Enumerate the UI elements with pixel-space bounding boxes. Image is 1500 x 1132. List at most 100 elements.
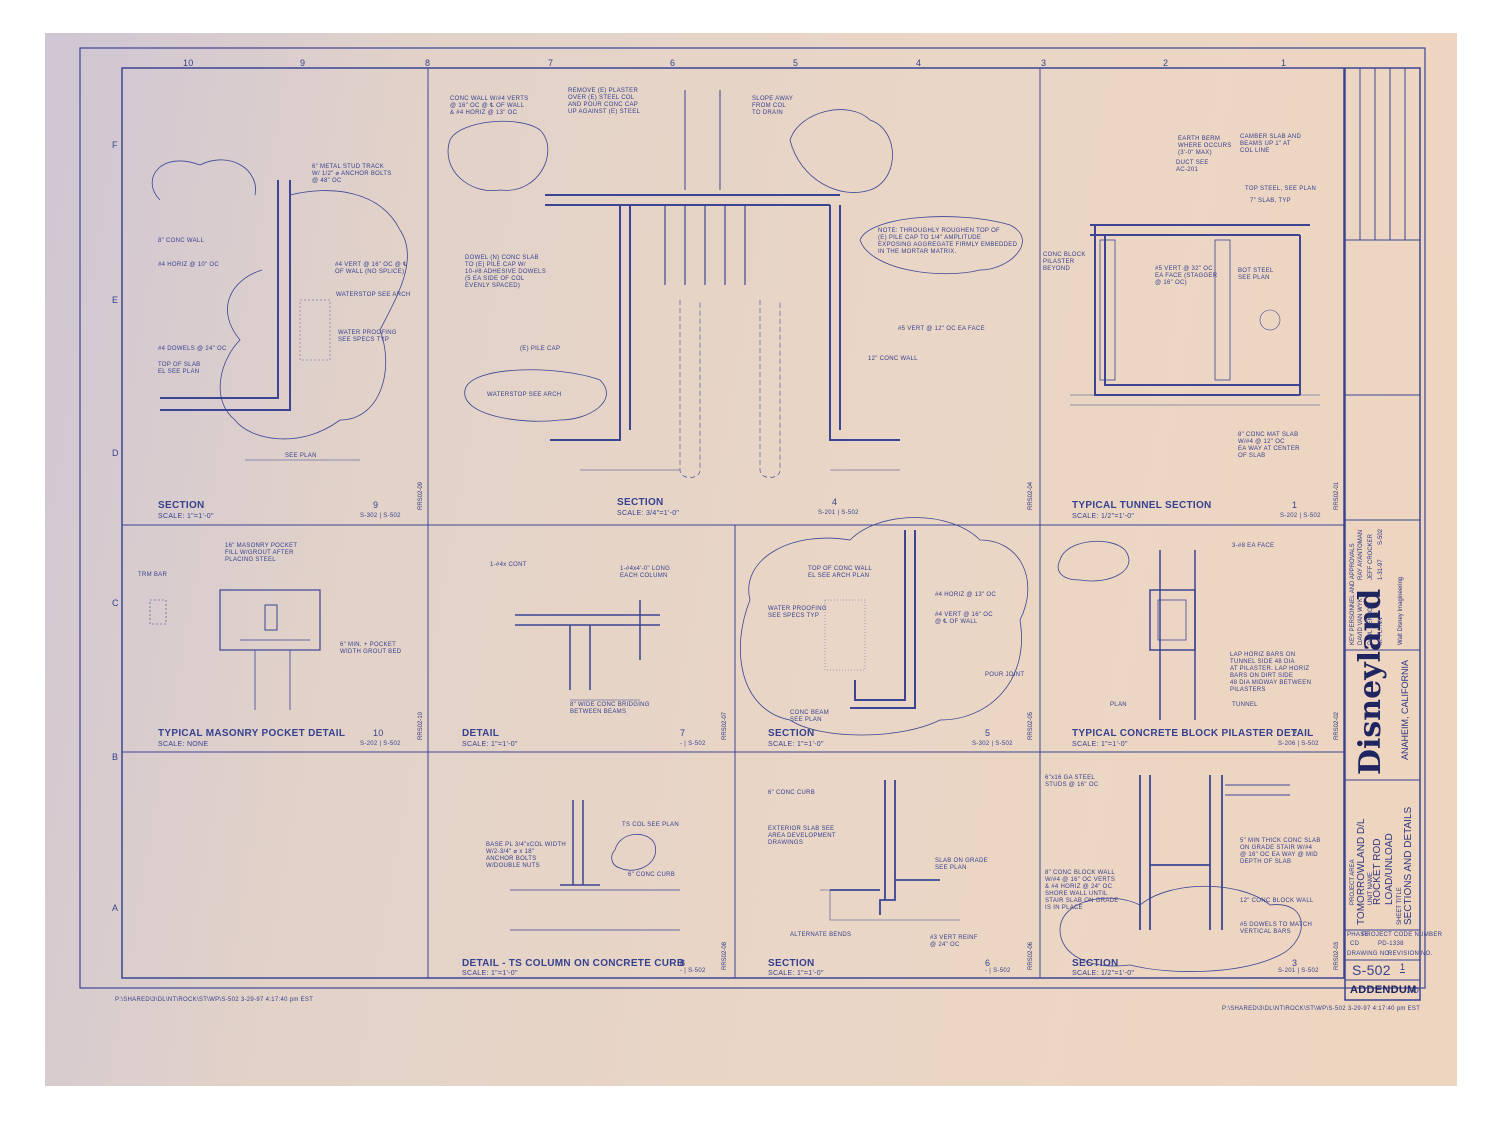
row-label: B — [112, 752, 119, 762]
revision-triangle: 1 — [1400, 962, 1406, 973]
detail-code: RRS02-06 — [1028, 941, 1034, 970]
drawing-no-label: DRAWING NO. — [1347, 951, 1392, 957]
annotation: CONC BLOCK PILASTER BEYOND — [1043, 252, 1086, 272]
annotation: REMOVE (E) PLASTER OVER (E) STEEL COL AN… — [568, 88, 641, 115]
detail-scale: SCALE: 1/2"=1'-0" — [1072, 513, 1135, 520]
detail-5-graphic — [739, 517, 1029, 736]
detail-7-graphic — [515, 600, 660, 701]
annotation: 16" MASONRY POCKET FILL W/GROUT AFTER PL… — [225, 543, 298, 563]
detail-10-graphic — [149, 589, 321, 710]
annotation: CONC WALL W/#4 VERTS @ 16" OC @ ℄ OF WAL… — [450, 96, 529, 116]
row-label: C — [112, 598, 119, 608]
annotation: BASE PL 3/4"xCOL WIDTH W/2-3/4" ⌀ x 18" … — [486, 842, 566, 869]
annotation: TRM BAR — [138, 572, 168, 578]
detail-2-graphic — [1057, 540, 1196, 720]
imagineering-logo: Walt Disney Imagineering — [1398, 576, 1404, 645]
annotation: 3-#8 EA FACE — [1232, 543, 1275, 549]
detail-number: 6 — [985, 958, 991, 968]
annotation: TUNNEL — [1232, 702, 1258, 708]
column-label: 1 — [1281, 58, 1287, 68]
annotation: 8" CONC MAT SLAB W/#4 @ 12" OC EA WAY AT… — [1238, 432, 1300, 459]
column-label: 8 — [425, 58, 431, 68]
column-label: 10 — [183, 58, 194, 68]
detail-scale: SCALE: NONE — [158, 741, 209, 748]
annotation: 6" METAL STUD TRACK W/ 1/2" ⌀ ANCHOR BOL… — [312, 164, 392, 184]
detail-scale: SCALE: 1"=1'-0" — [158, 513, 214, 520]
annotation: 1-#4x CONT — [490, 562, 527, 568]
annotation: PLAN — [1110, 702, 1127, 708]
detail-refs: S-206 | S-502 — [1278, 741, 1319, 747]
detail-code: RRS02-03 — [1334, 941, 1340, 970]
detail-code: RRS02-04 — [1028, 481, 1034, 510]
row-label: E — [112, 295, 119, 305]
detail-9-graphic — [151, 159, 408, 461]
row-label: D — [112, 448, 119, 458]
annotation: 8" CONC BLOCK WALL W/#4 @ 16" OC VERTS &… — [1045, 870, 1119, 911]
detail-scale: SCALE: 1"=1'-0" — [462, 741, 518, 748]
detail-title: TYPICAL CONCRETE BLOCK PILASTER DETAIL — [1072, 728, 1314, 739]
detail-number: 10 — [373, 728, 384, 738]
detail-8-graphic — [510, 800, 680, 931]
detail-title: DETAIL — [462, 728, 500, 739]
detail-1-graphic — [1070, 224, 1320, 406]
addendum: ADDENDUM — [1350, 984, 1417, 996]
detail-title: SECTION — [617, 497, 664, 508]
annotation: #4 VERT @ 16" OC @ ℄ OF WALL (NO SPLICE) — [335, 262, 408, 275]
detail-4-graphic — [447, 90, 1023, 478]
file-path-left: P:\SHARED\3\DL\NT\ROCK\ST\WP\S-502 3-29-… — [115, 997, 314, 1003]
sheet-ref: S-502 — [1378, 528, 1384, 545]
location: ANAHEIM, CALIFORNIA — [1400, 659, 1410, 760]
drawing-number: S-502 — [1352, 962, 1391, 978]
column-label: 2 — [1163, 58, 1169, 68]
detail-number: 4 — [832, 497, 838, 507]
annotation: CAMBER SLAB AND BEAMS UP 1" AT COL LINE — [1240, 134, 1302, 154]
annotation: WATERSTOP SEE ARCH — [336, 292, 411, 298]
inner-border — [121, 67, 1345, 979]
annotation: #4 VERT @ 16" OC @ ℄ OF WALL — [935, 612, 993, 625]
column-label: 6 — [670, 58, 676, 68]
annotation: 8" WIDE CONC BRIDGING BETWEEN BEAMS — [570, 702, 650, 715]
phase: CD — [1350, 941, 1360, 947]
annotation: SEE PLAN — [285, 453, 317, 459]
detail-scale: SCALE: 1"=1'-0" — [768, 741, 824, 748]
project-code-label: PROJECT CODE NUMBER — [1362, 932, 1443, 938]
detail-scale: SCALE: 3/4"=1'-0" — [617, 510, 680, 517]
detail-number: 3 — [1292, 958, 1298, 968]
row-label: F — [112, 140, 118, 150]
revision-label: REVISION NO. — [1388, 951, 1433, 957]
detail-title: SECTION — [158, 500, 205, 511]
project-area: TOMORROWLAND D/L — [1356, 818, 1367, 926]
annotation: EARTH BERM WHERE OCCURS (3'-0" MAX) — [1178, 136, 1232, 156]
detail-number: 1 — [1292, 500, 1298, 510]
annotation: DOWEL (N) CONC SLAB TO (E) PILE CAP W/ 1… — [465, 255, 546, 289]
personnel-label: KEY PERSONNEL AND APPROVALS — [1350, 543, 1356, 645]
annotation: 12" CONC BLOCK WALL — [1240, 898, 1314, 904]
detail-number: 8 — [680, 958, 686, 968]
detail-refs: S-201 | S-502 — [1278, 968, 1319, 974]
detail-number: 7 — [680, 728, 686, 738]
column-label: 5 — [793, 58, 799, 68]
annotation: TS COL SEE PLAN — [622, 822, 679, 828]
personnel-name: M. FLYNN — [1378, 617, 1384, 645]
row-label: A — [112, 903, 119, 913]
detail-code: RRS02-02 — [1334, 711, 1340, 740]
annotation: LAP HORIZ BARS ON TUNNEL SIDE 48 DIA AT … — [1230, 652, 1312, 693]
detail-refs: S-302 | S-502 — [972, 741, 1013, 747]
detail-scale: SCALE: 1"=1'-0" — [462, 970, 518, 977]
unit-name-line2: LOAD/UNLOAD — [1384, 833, 1395, 905]
annotation: WATERSTOP SEE ARCH — [487, 392, 562, 398]
personnel-name: PAUL BENSON — [1368, 602, 1374, 645]
detail-code: RRS02-01 — [1334, 481, 1340, 510]
detail-code: RRS02-10 — [418, 711, 424, 740]
annotation: SLOPE AWAY FROM COL TO DRAIN — [752, 96, 794, 116]
detail-code: RRS02-07 — [722, 711, 728, 740]
column-label: 9 — [300, 58, 306, 68]
annotation: #5 DOWELS TO MATCH VERTICAL BARS — [1240, 922, 1313, 935]
annotation: 8" CONC WALL — [158, 238, 205, 244]
annotation: WATER PROOFING SEE SPECS TYP — [768, 606, 827, 619]
detail-refs: S-302 | S-502 — [360, 513, 401, 519]
detail-number: 2 — [1292, 728, 1298, 738]
detail-code: RRS02-08 — [722, 941, 728, 970]
annotation: TOP OF CONC WALL EL SEE ARCH PLAN — [808, 566, 873, 579]
